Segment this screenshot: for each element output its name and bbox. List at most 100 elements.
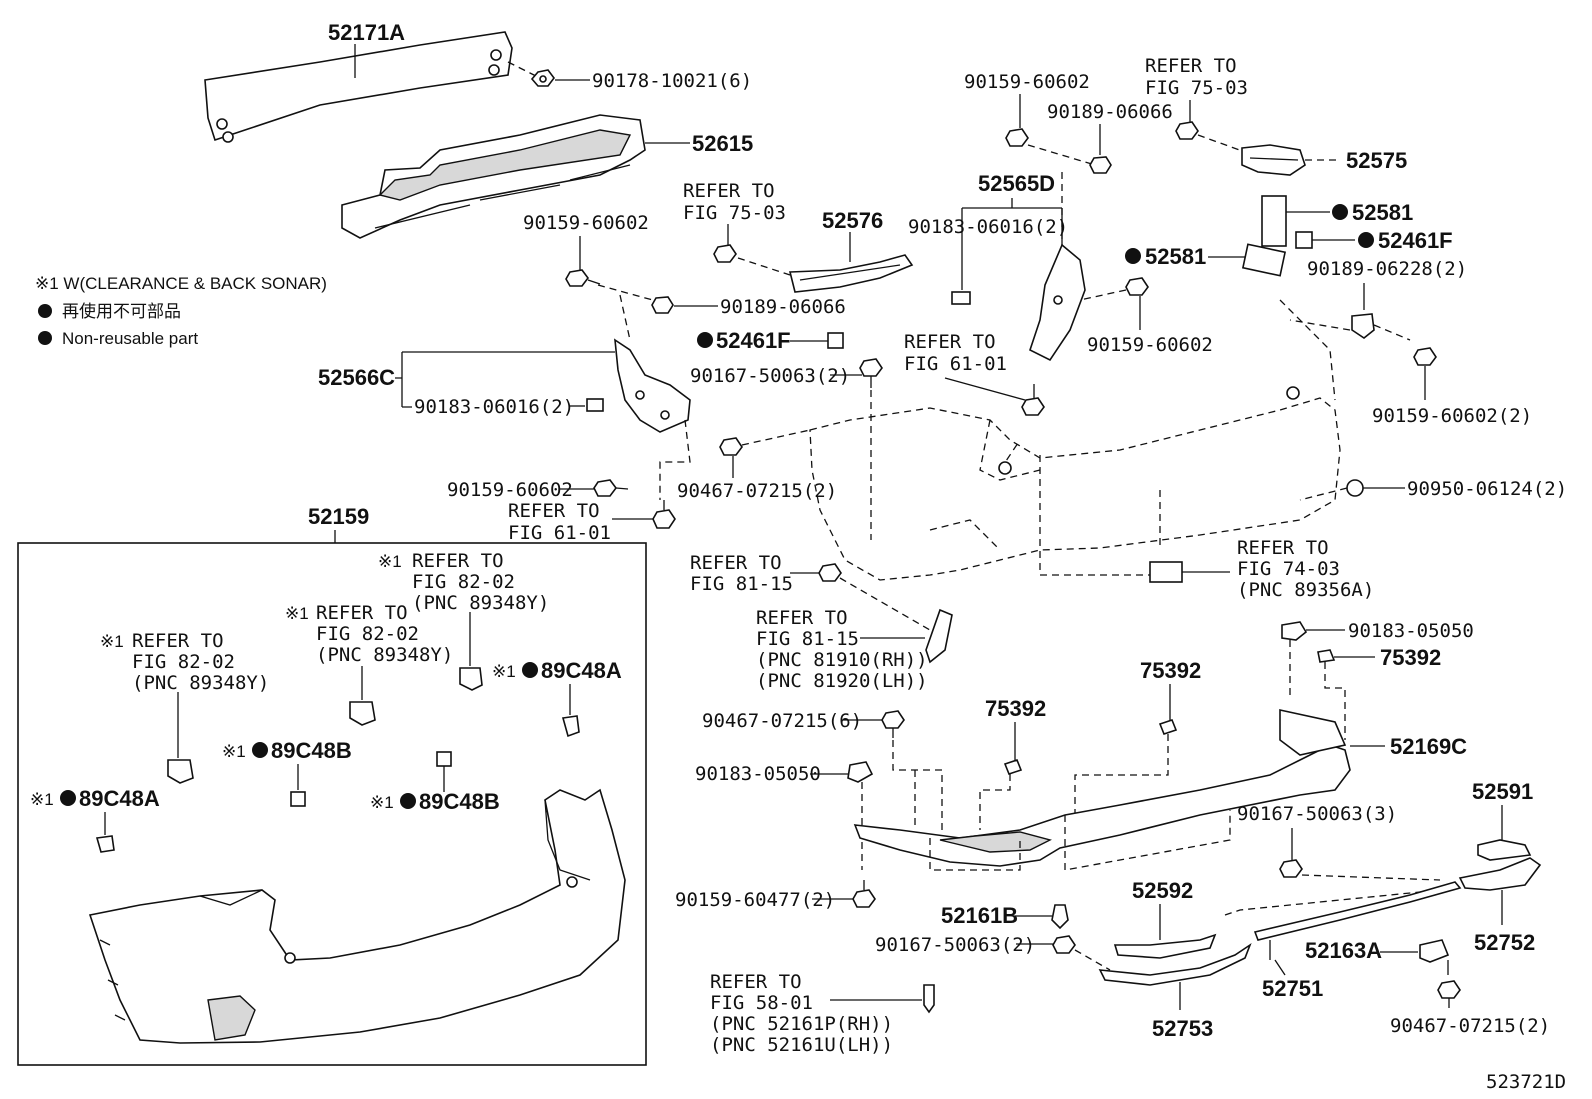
diagram-id: 523721D [1486,1071,1566,1093]
bumper-cover-52159 [88,788,626,1044]
clip-icon [1351,313,1375,339]
ref-fig75-b-line1: REFER TO [1145,55,1237,77]
label-90950-06124: 90950-06124(2) [1407,478,1567,500]
label-52591: 52591 [1472,779,1533,804]
moulding-52751 [1253,881,1462,941]
non-reusable-dot-icon [38,331,52,345]
bolt-icon [1005,128,1029,147]
ref-fig58-line1: REFER TO [710,971,802,993]
sensor-retainer-icon [290,791,306,807]
label-90159-60602-b: 90159-60602 [447,479,573,501]
mark1-d: ※1 [492,662,516,681]
label-52581-a: 52581 [1352,200,1413,225]
ref-fig61-a-line2: FIG 61-01 [508,522,611,544]
plug-icon [1346,479,1364,497]
screw-icon [859,358,883,388]
label-52163A: 52163A [1305,938,1382,963]
mark1-g: ※1 [30,790,54,809]
retainer-52576 [788,254,914,293]
label-90159-60602-d: 90159-60602 [1087,334,1213,356]
label-52159: 52159 [308,504,369,529]
label-52461F-b: 52461F [1378,228,1453,253]
label-90467-07215-c: 90467-07215(2) [1390,1015,1550,1037]
label-52753: 52753 [1152,1016,1213,1041]
sensor-bracket-icon [167,759,194,784]
fastener-icon [1051,904,1069,930]
ref-fig61-b-line2: FIG 61-01 [904,353,1007,375]
label-90159-60602-a: 90159-60602 [523,212,649,234]
label-75392-b: 75392 [1140,658,1201,683]
label-52751: 52751 [1262,976,1323,1001]
bolt-icon [1413,347,1437,366]
label-90159-60477: 90159-60477(2) [675,889,835,911]
label-90183-06016-a: 90183-06016(2) [414,396,574,418]
label-90167-50063-c: 90167-50063(2) [875,934,1035,956]
mark1-b: ※1 [285,604,309,623]
clip-icon [1317,649,1336,663]
mark1-e: ※1 [222,742,246,761]
pad-52581-b [1241,243,1287,277]
label-90159-60602-c: 90159-60602 [964,71,1090,93]
garnish-52752 [1458,857,1542,891]
nut-icon [881,710,905,738]
nut-icon [651,296,674,314]
label-52752: 52752 [1474,930,1535,955]
ref-fig82-b-line2: FIG 82-02 [316,623,419,645]
retainer-52565D [1029,243,1086,362]
ref-fig82-a-line2: FIG 82-02 [412,571,515,593]
ref-fig74-line3: (PNC 89356A) [1237,579,1374,601]
label-52615: 52615 [692,131,753,156]
ref-fig75-a-line1: REFER TO [683,180,775,202]
clip-icon [847,761,874,783]
nut-icon [1089,156,1112,174]
label-90183-05050-a: 90183-05050 [1348,620,1474,642]
cushion-icon [827,332,844,349]
bolt-icon [852,880,876,908]
label-89C48B-a: 89C48B [271,738,352,763]
label-90467-07215-a: 90467-07215(2) [677,480,837,502]
label-52169C: 52169C [1390,734,1467,759]
license-plate-light-icon [1149,561,1183,583]
label-90159-60602-e: 90159-60602(2) [1372,405,1532,427]
lower-cover-52169C [853,709,1351,871]
clip-icon [1003,759,1023,775]
label-90189-06066-a: 90189-06066 [720,296,846,318]
ref-fig82-b-line3: (PNC 89348Y) [316,644,453,666]
label-52592: 52592 [1132,878,1193,903]
label-52576: 52576 [822,208,883,233]
nut-icon [530,69,555,87]
reinforcement-52171A [204,31,513,143]
sensor-bracket-icon [349,701,376,726]
bolt-icon [565,269,601,287]
mark1-f: ※1 [370,793,394,812]
non-reusable-dot-icon [38,304,52,318]
label-90189-06228: 90189-06228(2) [1307,258,1467,280]
ref-fig75-b-line2: FIG 75-03 [1145,77,1248,99]
clip-icon [951,291,971,305]
nut-icon [1279,859,1303,878]
label-75392-a: 75392 [985,696,1046,721]
bumper-cover-outline [809,299,1341,581]
bolt-icon [1175,121,1199,140]
clip-icon [1281,621,1308,641]
ref-fig82-c-line1: REFER TO [132,630,224,652]
label-89C48B-b: 89C48B [419,789,500,814]
bolt-icon [593,479,629,497]
reflector-52591 [1477,839,1532,861]
ref-fig82-b-line1: REFER TO [316,602,408,624]
cushion-icon [1295,231,1313,249]
screw-icon [652,500,676,529]
ref-fig74-line1: REFER TO [1237,537,1329,559]
sensor-bracket-icon [459,667,483,691]
ref-fig81-b-line4: (PNC 81920(LH)) [756,670,928,692]
lower-garnish-52753 [1098,942,1252,986]
absorber-52615 [341,114,646,239]
ref-fig82-a-line3: (PNC 89348Y) [412,592,549,614]
legend-reuse-en: Non-reusable part [62,329,198,348]
label-90178-10021: 90178-10021(6) [592,70,752,92]
retainer-52566C [614,338,691,433]
ref-fig81-b-line2: FIG 81-15 [756,628,859,650]
label-52461F-a: 52461F [716,328,791,353]
sensor-retainer-icon [436,751,452,767]
